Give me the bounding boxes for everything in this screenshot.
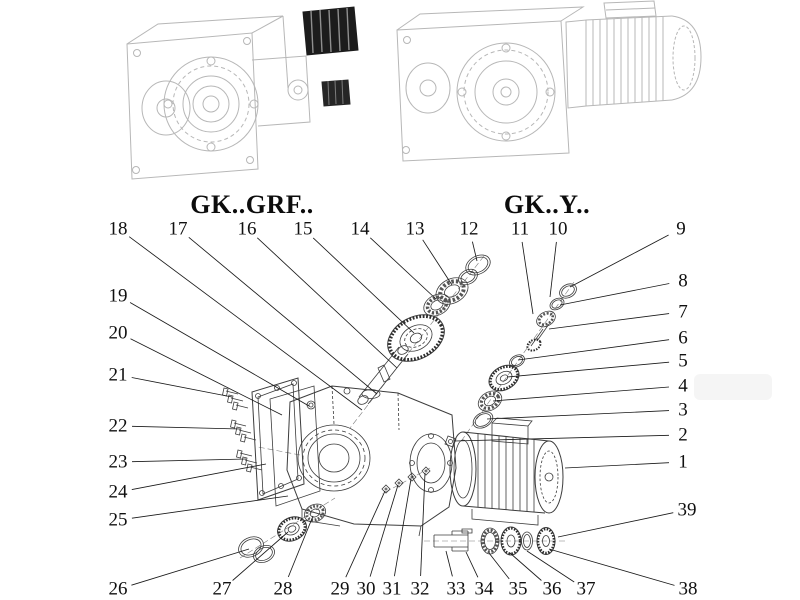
- part-number-33: 33: [446, 578, 466, 600]
- gear-36: [500, 526, 522, 556]
- part-number-11: 11: [510, 218, 530, 240]
- cover-screws-21-23: [222, 387, 263, 473]
- part-number-16: 16: [237, 218, 257, 240]
- variant-title-y: GK..Y..: [503, 190, 591, 219]
- bearing-13: [435, 277, 469, 305]
- part-number-19: 19: [108, 285, 128, 307]
- part-number-3: 3: [678, 399, 688, 421]
- part-number-39: 39: [677, 499, 697, 521]
- bearing-11-10: [536, 310, 556, 328]
- part-number-21: 21: [108, 364, 128, 386]
- part-number-10: 10: [548, 218, 568, 240]
- part-number-20: 20: [108, 322, 128, 344]
- variant-title-grf: GK..GRF..: [190, 190, 314, 219]
- motor-1: [449, 417, 564, 526]
- shim-ring-26b: [253, 544, 275, 564]
- part-number-34: 34: [474, 578, 494, 600]
- part-number-32: 32: [410, 578, 430, 600]
- gearbox-y-drawing: [396, 6, 585, 162]
- part-number-15: 15: [293, 218, 313, 240]
- key-34: [461, 528, 473, 534]
- part-number-6: 6: [678, 327, 688, 349]
- ring-3: [472, 411, 494, 429]
- housing-bolts-29-32: [381, 466, 431, 494]
- ring-9: [559, 283, 577, 299]
- part-number-12: 12: [459, 218, 479, 240]
- key-17: [377, 364, 391, 383]
- part-number-35: 35: [508, 578, 528, 600]
- gear-38: [536, 527, 556, 555]
- axis-input: [349, 255, 485, 429]
- bearing-28: [304, 503, 326, 523]
- motor-y-drawing: [565, 0, 702, 109]
- part-number-17: 17: [168, 218, 188, 240]
- axis-cover: [257, 446, 301, 456]
- part-number-30: 30: [356, 578, 376, 600]
- axis-bottom-stack: [239, 497, 336, 559]
- part-number-24: 24: [108, 481, 128, 503]
- part-number-8: 8: [678, 270, 688, 292]
- input-shaft-16: [357, 345, 409, 405]
- part-number-9: 9: [676, 218, 686, 240]
- part-number-29: 29: [330, 578, 350, 600]
- part-number-14: 14: [350, 218, 370, 240]
- gearbox-grf-dark-cap: [302, 6, 359, 107]
- part-number-2: 2: [678, 424, 688, 446]
- part-number-23: 23: [108, 451, 128, 473]
- gear-5: [488, 364, 520, 392]
- part-number-13: 13: [405, 218, 425, 240]
- pinion-shaft-7: [526, 323, 550, 352]
- watermark: [694, 374, 772, 400]
- part-number-27: 27: [212, 578, 232, 600]
- output-shaft-assembly: [433, 526, 556, 556]
- leader-lines: [128, 234, 675, 586]
- bearing-14: [423, 293, 451, 317]
- part-number-18: 18: [108, 218, 128, 240]
- gasket-25: [269, 385, 321, 507]
- part-number-36: 36: [542, 578, 562, 600]
- part-number-37: 37: [576, 578, 596, 600]
- part-number-5: 5: [678, 350, 688, 372]
- part-number-25: 25: [108, 509, 128, 531]
- retaining-ring-12: [465, 254, 491, 276]
- cover-plate-24: [251, 377, 305, 501]
- washer-37: [521, 531, 533, 551]
- bearing-4: [477, 390, 503, 412]
- gearbox-grf-drawing: [126, 15, 311, 180]
- part-number-22: 22: [108, 415, 128, 437]
- part-number-38: 38: [678, 578, 698, 600]
- part-number-26: 26: [108, 578, 128, 600]
- exploded-view: [222, 254, 577, 564]
- part-number-31: 31: [382, 578, 402, 600]
- shim-ring-26: [238, 536, 264, 558]
- part-number-4: 4: [678, 375, 688, 397]
- part-number-7: 7: [678, 301, 688, 323]
- gear-housing: [286, 385, 457, 537]
- ring-8: [549, 297, 565, 311]
- spacer-ring: [458, 268, 478, 286]
- shaft-33: [433, 531, 469, 551]
- axis-bolts: [381, 467, 431, 495]
- part-number-1: 1: [678, 451, 688, 473]
- gear-15: [387, 314, 445, 362]
- part-number-28: 28: [273, 578, 293, 600]
